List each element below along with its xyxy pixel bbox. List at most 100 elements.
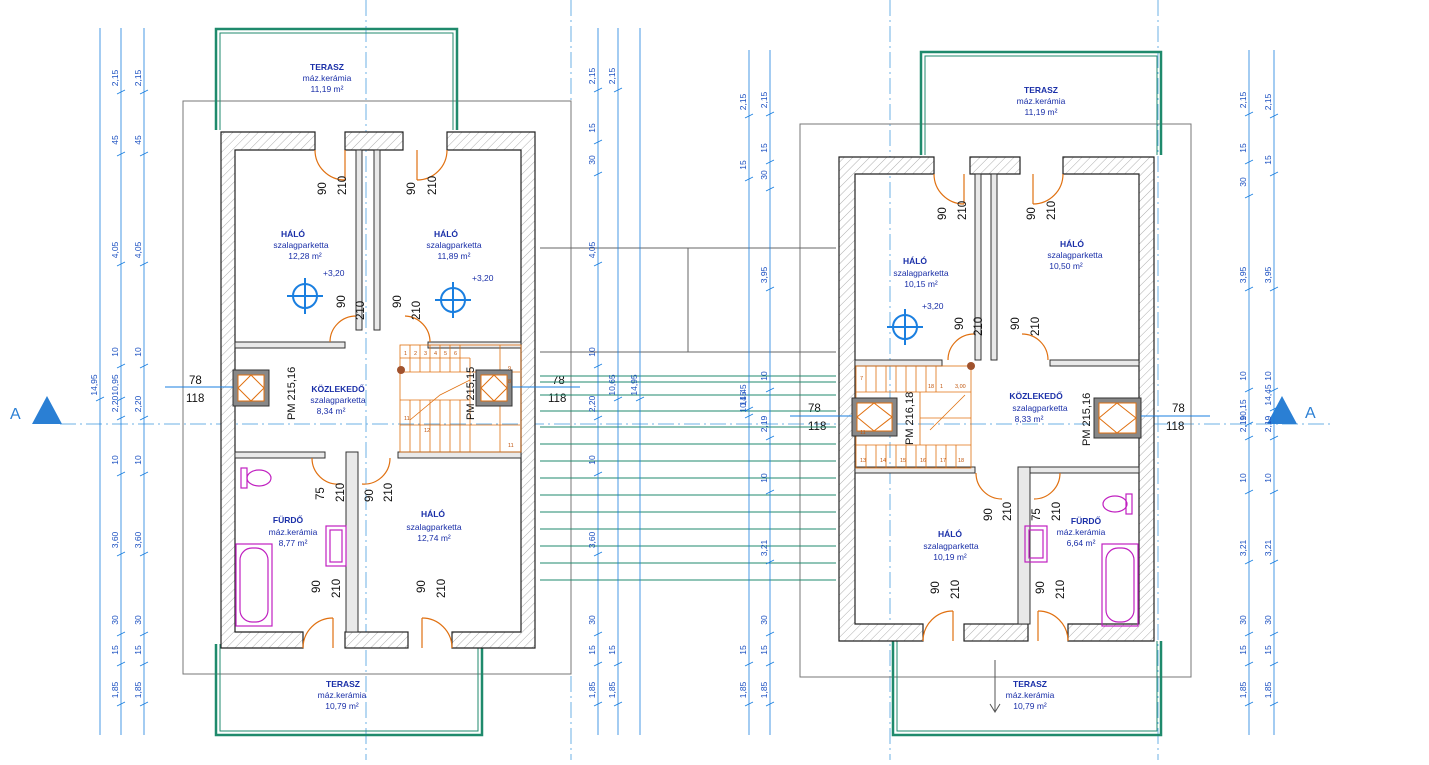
dimension-label: 1,85 xyxy=(1263,681,1273,698)
dimension-label: 15 xyxy=(133,645,143,655)
dimension-tick xyxy=(613,701,623,707)
dimension-tick xyxy=(593,363,603,369)
left-level-marker-2 xyxy=(435,282,471,318)
dimension-label: 2,15 xyxy=(110,69,120,86)
dimension-label: 10 xyxy=(133,455,143,465)
left-window-height: 118 xyxy=(548,393,566,405)
dimension-label: 10 xyxy=(1238,371,1248,381)
right-chimney-label: PM 216,18 xyxy=(904,392,916,445)
dimension-tick xyxy=(593,87,603,93)
svg-text:4: 4 xyxy=(434,351,437,357)
dimension-label: 45 xyxy=(133,135,143,145)
right-door-width: 75 xyxy=(1031,508,1043,521)
left-bedroom-2-level: +3,20 xyxy=(472,273,494,283)
left-door-width: 90 xyxy=(416,580,428,593)
dimension-tick xyxy=(116,89,126,95)
svg-text:3,00: 3,00 xyxy=(955,384,966,390)
left-door-height: 210 xyxy=(331,579,343,598)
dimension-label: 10 xyxy=(1238,473,1248,483)
right-door-width: 90 xyxy=(937,207,949,220)
dimension-tick xyxy=(1269,661,1279,667)
svg-text:1: 1 xyxy=(940,384,943,390)
dimension-tick xyxy=(1269,701,1279,707)
dimension-tick xyxy=(593,261,603,267)
right-window-width: 78 xyxy=(808,403,821,415)
dimension-label: 4,05 xyxy=(110,241,120,258)
right-door-width: 90 xyxy=(983,508,995,521)
dimension-tick xyxy=(116,471,126,477)
left-terrace-top-finish: máz.kerámia xyxy=(303,73,352,83)
right-exterior-wall xyxy=(838,156,1155,642)
dimension-tick xyxy=(1244,559,1254,565)
dimension-tick xyxy=(139,89,149,95)
dimension-tick xyxy=(1269,286,1279,292)
dimension-tick xyxy=(765,661,775,667)
right-wall-segment xyxy=(963,623,1029,642)
right-door-height: 210 xyxy=(1030,317,1042,336)
dimension-tick xyxy=(116,631,126,637)
link-roof-outline xyxy=(540,247,836,353)
right-door-height: 210 xyxy=(950,580,962,599)
dimension-tick xyxy=(613,661,623,667)
dimension-tick xyxy=(593,139,603,145)
svg-text:11: 11 xyxy=(508,443,514,449)
right-door-width: 90 xyxy=(1026,207,1038,220)
dimension-tick xyxy=(1244,435,1254,441)
dimension-label: 15 xyxy=(1238,645,1248,655)
dimension-tick xyxy=(1244,701,1254,707)
right-bathtub xyxy=(1101,543,1139,627)
left-bedroom-1-finish: szalagparketta xyxy=(273,240,329,250)
dimension-tick xyxy=(1269,113,1279,119)
dimension-tick xyxy=(1244,387,1254,393)
right-bathroom-area: 6,64 m² xyxy=(1067,538,1096,548)
dimension-label: 30 xyxy=(759,615,769,625)
left-bedroom-2-finish: szalagparketta xyxy=(426,240,482,250)
dimension-label: 2,15 xyxy=(759,91,769,108)
svg-text:5: 5 xyxy=(444,351,447,357)
left-door-height: 210 xyxy=(335,483,347,502)
right-hallway-finish: szalagparketta xyxy=(1012,403,1068,413)
dimension-tick xyxy=(116,551,126,557)
right-shaft xyxy=(1093,397,1142,439)
dimension-label: 2,15 xyxy=(1238,91,1248,108)
dimension-label: 30 xyxy=(1263,615,1273,625)
dimension-tick xyxy=(116,396,126,402)
svg-text:8: 8 xyxy=(508,379,511,385)
dimension-tick xyxy=(116,415,126,421)
right-chimney xyxy=(851,397,898,437)
dimension-label: 10 xyxy=(759,371,769,381)
dimension-tick xyxy=(139,661,149,667)
dimension-tick xyxy=(765,489,775,495)
dimension-tick xyxy=(1269,387,1279,393)
dimension-tick xyxy=(765,186,775,192)
dimension-label: 14,95 xyxy=(89,374,99,396)
left-terrace-top xyxy=(214,27,459,130)
left-doors xyxy=(302,149,453,649)
left-hallway-finish: szalagparketta xyxy=(310,395,366,405)
svg-text:1: 1 xyxy=(404,351,407,357)
right-terrace-bottom-name: TERASZ xyxy=(1013,679,1047,689)
dimension-tick xyxy=(765,701,775,707)
right-door-width: 90 xyxy=(954,317,966,330)
right-bedroom-1-level: +3,20 xyxy=(922,301,944,311)
svg-text:A: A xyxy=(1305,405,1316,422)
dimension-label: 2,15 xyxy=(133,69,143,86)
right-door-height: 210 xyxy=(973,317,985,336)
left-terrace-top-area: 11,19 m² xyxy=(311,84,344,94)
pergola-link xyxy=(540,375,836,581)
dimension-label: 10,15 xyxy=(738,391,748,413)
dimension-tick xyxy=(744,176,754,182)
left-bedroom-1-area: 12,28 m² xyxy=(288,251,322,261)
svg-text:7: 7 xyxy=(860,376,863,382)
dimension-label: 10 xyxy=(759,473,769,483)
left-stair-start-marker xyxy=(397,366,405,374)
dimension-label: 10 xyxy=(1263,371,1273,381)
dimension-tick xyxy=(1244,631,1254,637)
left-door-height: 210 xyxy=(411,301,423,320)
dimension-label: 15 xyxy=(587,645,597,655)
svg-text:14: 14 xyxy=(880,458,886,464)
left-door-height: 210 xyxy=(383,483,395,502)
left-door-height: 210 xyxy=(427,176,439,195)
